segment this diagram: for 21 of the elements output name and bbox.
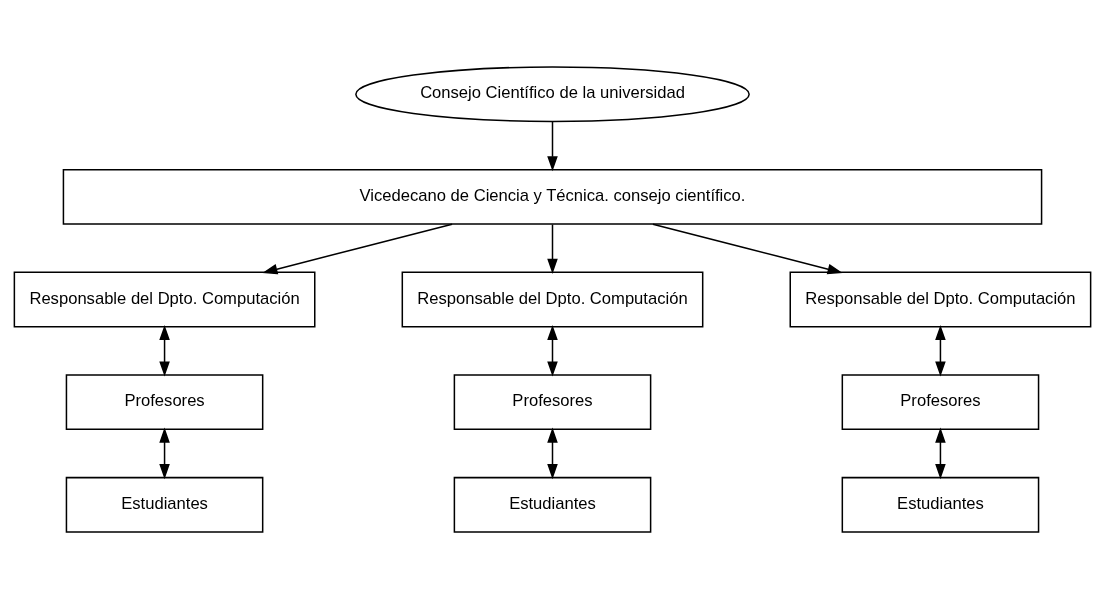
node-box: Profesores bbox=[453, 374, 652, 431]
arrow bbox=[547, 121, 558, 172]
node-box: Responsable del Dpto. Computación bbox=[13, 271, 316, 328]
node-box: Estudiantes bbox=[65, 476, 264, 533]
node-ellipse: Consejo Científico de la universidad bbox=[355, 66, 750, 123]
node-box: Responsable del Dpto. Computación bbox=[789, 271, 1092, 328]
arrow bbox=[159, 324, 170, 377]
arrow bbox=[262, 223, 453, 275]
node-box: Responsable del Dpto. Computación bbox=[401, 271, 704, 328]
node-box: Profesores bbox=[841, 374, 1040, 431]
node-box: Estudiantes bbox=[453, 476, 652, 533]
arrow bbox=[652, 223, 843, 275]
node-box: Profesores bbox=[65, 374, 264, 431]
arrow bbox=[935, 324, 946, 377]
arrow bbox=[935, 427, 946, 480]
node-box: Estudiantes bbox=[841, 476, 1040, 533]
arrow bbox=[547, 324, 558, 377]
arrow bbox=[547, 427, 558, 480]
arrow bbox=[547, 223, 558, 274]
node-box: Vicedecano de Ciencia y Técnica. consejo científico. bbox=[62, 168, 1043, 225]
arrow bbox=[159, 427, 170, 480]
